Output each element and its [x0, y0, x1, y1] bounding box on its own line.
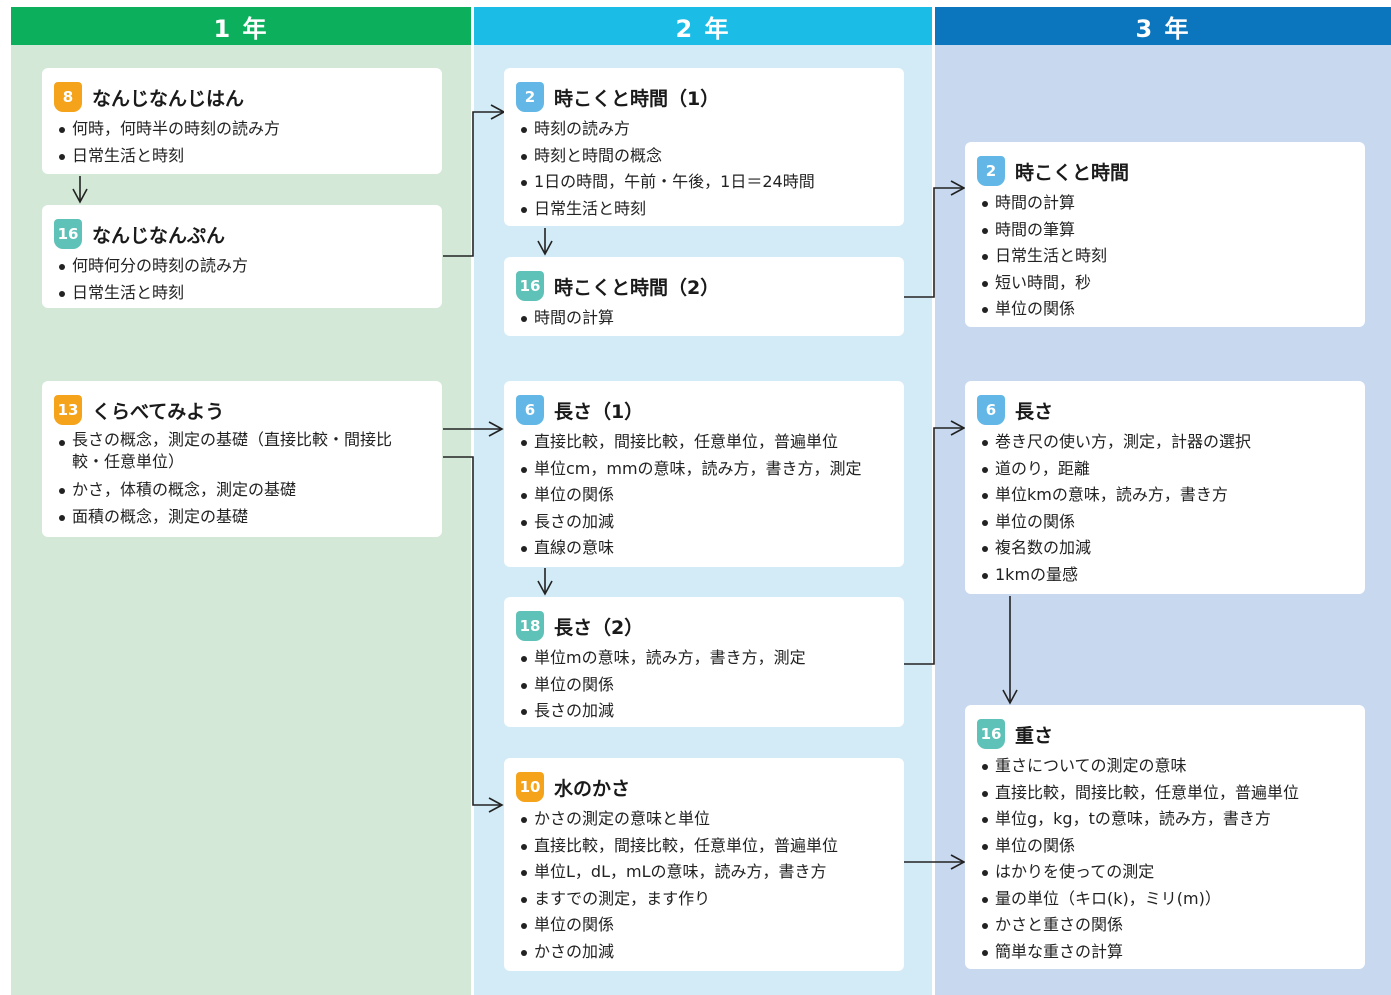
unit-title: なんじなんじはん — [92, 87, 245, 110]
unit-item: 量の単位（キロ(k)，ミリ(m)） — [977, 886, 1353, 913]
unit-item: 時間の計算 — [516, 305, 892, 332]
unit-item: 何時，何時半の時刻の読み方 — [54, 116, 430, 143]
unit-item: 長さの加減 — [516, 698, 892, 725]
unit-item: 直接比較，間接比較，任意単位，普遍単位 — [516, 429, 892, 456]
unit-item: 短い時間，秒 — [977, 270, 1353, 297]
unit-card-nanji-nanpun: 16 なんじなんぷん 何時何分の時刻の読み方 日常生活と時刻 — [42, 205, 442, 308]
unit-number-badge: 16 — [977, 719, 1005, 749]
grade2-header: 2 年 — [474, 7, 932, 45]
unit-item: 時刻と時間の概念 — [516, 143, 892, 170]
arrow-g2-to-g3-tokei — [904, 180, 966, 298]
unit-item: はかりを使っての測定 — [977, 859, 1353, 886]
arrow-g2-to-g3-nagasa — [904, 420, 966, 665]
unit-number-badge: 16 — [516, 271, 544, 301]
unit-item: 時間の計算 — [977, 190, 1353, 217]
unit-item: ますでの測定，ます作り — [516, 886, 892, 913]
unit-card-g3-tokei: 2 時こくと時間 時間の計算 時間の筆算 日常生活と時刻 短い時間，秒 単位の関係 — [965, 142, 1365, 327]
unit-title: 長さ — [1015, 400, 1054, 423]
unit-item: 複名数の加減 — [977, 535, 1353, 562]
unit-item: 日常生活と時刻 — [516, 196, 892, 223]
unit-item: 面積の概念，測定の基礎 — [54, 504, 409, 531]
unit-number-badge: 18 — [516, 611, 544, 641]
unit-item: かさと重さの関係 — [977, 912, 1353, 939]
unit-title: 時こくと時間（1） — [554, 87, 720, 110]
unit-title: 長さ（2） — [554, 616, 644, 639]
unit-item: 単位の関係 — [977, 509, 1353, 536]
unit-item: 1日の時間，午前・午後，1日＝24時間 — [516, 169, 892, 196]
unit-card-kurabete-miyou: 13 くらべてみよう 長さの概念，測定の基礎（直接比較・間接比較・任意単位） かさ… — [42, 381, 442, 537]
unit-number-badge: 13 — [54, 395, 82, 425]
unit-item: 時刻の読み方 — [516, 116, 892, 143]
unit-item: 道のり，距離 — [977, 456, 1353, 483]
unit-item: 簡単な重さの計算 — [977, 939, 1353, 966]
unit-number-badge: 16 — [54, 219, 82, 249]
unit-item: 時間の筆算 — [977, 217, 1353, 244]
unit-item: かさの測定の意味と単位 — [516, 806, 892, 833]
unit-title: なんじなんぷん — [92, 224, 226, 247]
arrow-g1-to-g2-tokei1 — [443, 104, 506, 257]
unit-item: 単位の関係 — [516, 672, 892, 699]
unit-number-badge: 6 — [516, 395, 544, 425]
unit-card-mizu-no-kasa: 10 水のかさ かさの測定の意味と単位 直接比較，間接比較，任意単位，普遍単位 単… — [504, 758, 904, 971]
unit-item: 直接比較，間接比較，任意単位，普遍単位 — [977, 780, 1353, 807]
unit-title: 時こくと時間 — [1015, 161, 1130, 184]
unit-item: 巻き尺の使い方，測定，計器の選択 — [977, 429, 1353, 456]
unit-item: 単位の関係 — [977, 833, 1353, 860]
unit-item: 日常生活と時刻 — [54, 280, 430, 307]
unit-number-badge: 2 — [977, 156, 1005, 186]
unit-number-badge: 10 — [516, 772, 544, 802]
unit-item: 単位の関係 — [516, 912, 892, 939]
unit-item: 長さの概念，測定の基礎（直接比較・間接比較・任意単位） — [54, 429, 409, 473]
unit-card-tokei2: 16 時こくと時間（2） 時間の計算 — [504, 257, 904, 336]
unit-item: 単位cm，mmの意味，読み方，書き方，測定 — [516, 456, 892, 483]
unit-item: 1kmの量感 — [977, 562, 1353, 589]
unit-item: 日常生活と時刻 — [54, 143, 430, 170]
unit-item: 単位の関係 — [977, 296, 1353, 323]
unit-card-g3-omosa: 16 重さ 重さについての測定の意味 直接比較，間接比較，任意単位，普遍単位 単位… — [965, 705, 1365, 969]
unit-title: 時こくと時間（2） — [554, 276, 720, 299]
grade3-header: 3 年 — [935, 7, 1391, 45]
unit-item: 直接比較，間接比較，任意単位，普遍単位 — [516, 833, 892, 860]
unit-title: 重さ — [1015, 724, 1054, 747]
unit-card-nanji-nanjihan: 8 なんじなんじはん 何時，何時半の時刻の読み方 日常生活と時刻 — [42, 68, 442, 174]
unit-item: 長さの加減 — [516, 509, 892, 536]
unit-card-tokei1: 2 時こくと時間（1） 時刻の読み方 時刻と時間の概念 1日の時間，午前・午後，1… — [504, 68, 904, 226]
arrow-g1-to-g2-mizu — [443, 456, 504, 813]
unit-item: 直線の意味 — [516, 535, 892, 562]
unit-item: 何時何分の時刻の読み方 — [54, 253, 430, 280]
unit-title: 長さ（1） — [554, 400, 644, 423]
unit-item: 単位mの意味，読み方，書き方，測定 — [516, 645, 892, 672]
unit-item: 単位L，dL，mLの意味，読み方，書き方 — [516, 859, 892, 886]
unit-item: 単位の関係 — [516, 482, 892, 509]
unit-card-g3-nagasa: 6 長さ 巻き尺の使い方，測定，計器の選択 道のり，距離 単位kmの意味，読み方，… — [965, 381, 1365, 594]
unit-card-nagasa2: 18 長さ（2） 単位mの意味，読み方，書き方，測定 単位の関係 長さの加減 — [504, 597, 904, 727]
unit-item: かさ，体積の概念，測定の基礎 — [54, 477, 409, 504]
unit-item: 日常生活と時刻 — [977, 243, 1353, 270]
unit-item: 単位kmの意味，読み方，書き方 — [977, 482, 1353, 509]
grade1-header: 1 年 — [11, 7, 471, 45]
unit-item: 単位g，kg，tの意味，読み方，書き方 — [977, 806, 1353, 833]
unit-item: かさの加減 — [516, 939, 892, 966]
unit-card-nagasa1: 6 長さ（1） 直接比較，間接比較，任意単位，普遍単位 単位cm，mmの意味，読み… — [504, 381, 904, 567]
unit-title: くらべてみよう — [92, 400, 225, 423]
unit-number-badge: 6 — [977, 395, 1005, 425]
unit-number-badge: 2 — [516, 82, 544, 112]
unit-title: 水のかさ — [554, 777, 631, 800]
unit-item: 重さについての測定の意味 — [977, 753, 1353, 780]
unit-number-badge: 8 — [54, 82, 82, 112]
